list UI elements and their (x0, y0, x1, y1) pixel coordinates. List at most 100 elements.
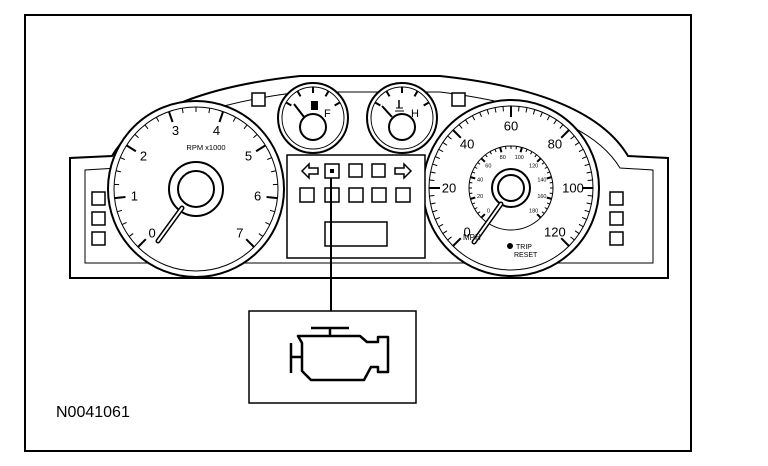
thermometer-icon (395, 100, 404, 112)
kmh-tick-label: 20 (477, 194, 483, 200)
speed-tick (452, 237, 462, 247)
indicator-lamp (91, 211, 106, 226)
speed-tick (442, 142, 448, 146)
kmh-tick-label: 180 (529, 209, 538, 215)
speed-tick (584, 209, 590, 213)
tach-tick (243, 124, 248, 130)
speed-tick (442, 230, 448, 234)
fuel-tick (334, 101, 341, 107)
check-engine-lamp-dot (330, 169, 334, 173)
kmh-tick-label: 60 (485, 163, 491, 169)
speed-tick (525, 107, 528, 113)
speed-tick (570, 236, 575, 241)
speed-tick (586, 202, 592, 205)
speed-tick (574, 142, 580, 146)
kmh-tick (494, 149, 497, 153)
speed-tick (532, 109, 536, 115)
temperature-gauge: H (366, 82, 438, 154)
indicator-lamp (451, 92, 466, 107)
tach-tick-label: 5 (245, 149, 252, 164)
turn-right-arrow-icon (394, 162, 413, 180)
tach-tick (155, 116, 160, 122)
indicator-lamp (348, 163, 363, 178)
callout-box (248, 310, 417, 404)
speed-tick (465, 119, 469, 125)
kmh-tick-label: 100 (515, 155, 524, 161)
tach-tick-label: 4 (213, 123, 220, 138)
speed-tick (553, 119, 557, 125)
kmh-tick-label: 160 (537, 194, 546, 200)
tach-tick (126, 144, 137, 153)
kmh-tick-label: 40 (477, 178, 483, 184)
kmh-tick-label: 80 (500, 155, 506, 161)
tach-tick (181, 108, 184, 114)
kmh-tick (546, 176, 552, 180)
speed-tick (458, 124, 463, 129)
kmh-tick (541, 211, 545, 214)
tach-tick (167, 111, 174, 123)
temp-tick (385, 90, 391, 97)
kmh-tick (472, 171, 476, 174)
check-engine-icon (289, 326, 390, 382)
indicator-lamp (91, 231, 106, 246)
speed-tick (540, 112, 543, 118)
indicator-lamp (348, 187, 364, 203)
kmh-tick (530, 151, 533, 155)
kmh-tick (534, 154, 537, 158)
kmh-tick (477, 211, 481, 214)
speed-tick (574, 230, 580, 234)
tach-tick (253, 133, 258, 139)
kmh-tick (474, 166, 478, 169)
tach-tick (269, 209, 275, 213)
tach-tick (270, 170, 277, 173)
tach-tick-label: 1 (131, 188, 138, 203)
speed-tick-label: 80 (548, 137, 562, 152)
tach-tick (121, 221, 127, 226)
tach-tick (218, 111, 225, 123)
speed-tick (447, 236, 452, 241)
tach-tick (115, 170, 122, 173)
tach-tick (208, 108, 211, 114)
speed-tick (438, 223, 444, 228)
tach-tick (232, 116, 237, 122)
kmh-tick (470, 176, 476, 180)
speed-tick (479, 112, 482, 118)
indicator-lamp (395, 187, 411, 203)
speed-tick (432, 163, 438, 167)
kmh-tick (474, 207, 478, 210)
kmh-tick (477, 162, 481, 165)
tach-tick (266, 195, 278, 200)
speed-tick-label: 0 (464, 224, 471, 239)
fuel-tick (324, 90, 330, 97)
tach-tick (120, 157, 126, 160)
speed-tick (581, 217, 587, 220)
speed-tick-label: 20 (442, 181, 456, 196)
kmh-tick (546, 202, 550, 205)
indicator-lamp (371, 163, 386, 178)
speed-tick (584, 163, 590, 167)
trip-reset-knob (507, 243, 513, 249)
indicator-lamp (251, 92, 266, 107)
indicator-lamp (91, 191, 106, 206)
speed-unit-label: MPH (463, 233, 481, 242)
speed-tick (586, 171, 592, 174)
speed-tick (447, 135, 452, 140)
fuel-tick (285, 101, 292, 107)
kmh-tick (525, 149, 528, 153)
tach-tick-label: 7 (236, 225, 243, 240)
kmh-tick (480, 157, 486, 163)
tach-tick-label: 6 (254, 188, 261, 203)
speed-tick (486, 109, 490, 115)
odometer-display (324, 221, 388, 247)
speed-tick (560, 129, 570, 139)
turn-left-arrow-icon (300, 162, 319, 180)
kmh-tick (536, 213, 542, 219)
kmh-tick (541, 162, 545, 165)
tach-tick (137, 238, 147, 248)
tach-tick-label: 0 (149, 225, 156, 240)
tach-tick (245, 238, 255, 248)
tach-tick-label: 3 (172, 123, 179, 138)
